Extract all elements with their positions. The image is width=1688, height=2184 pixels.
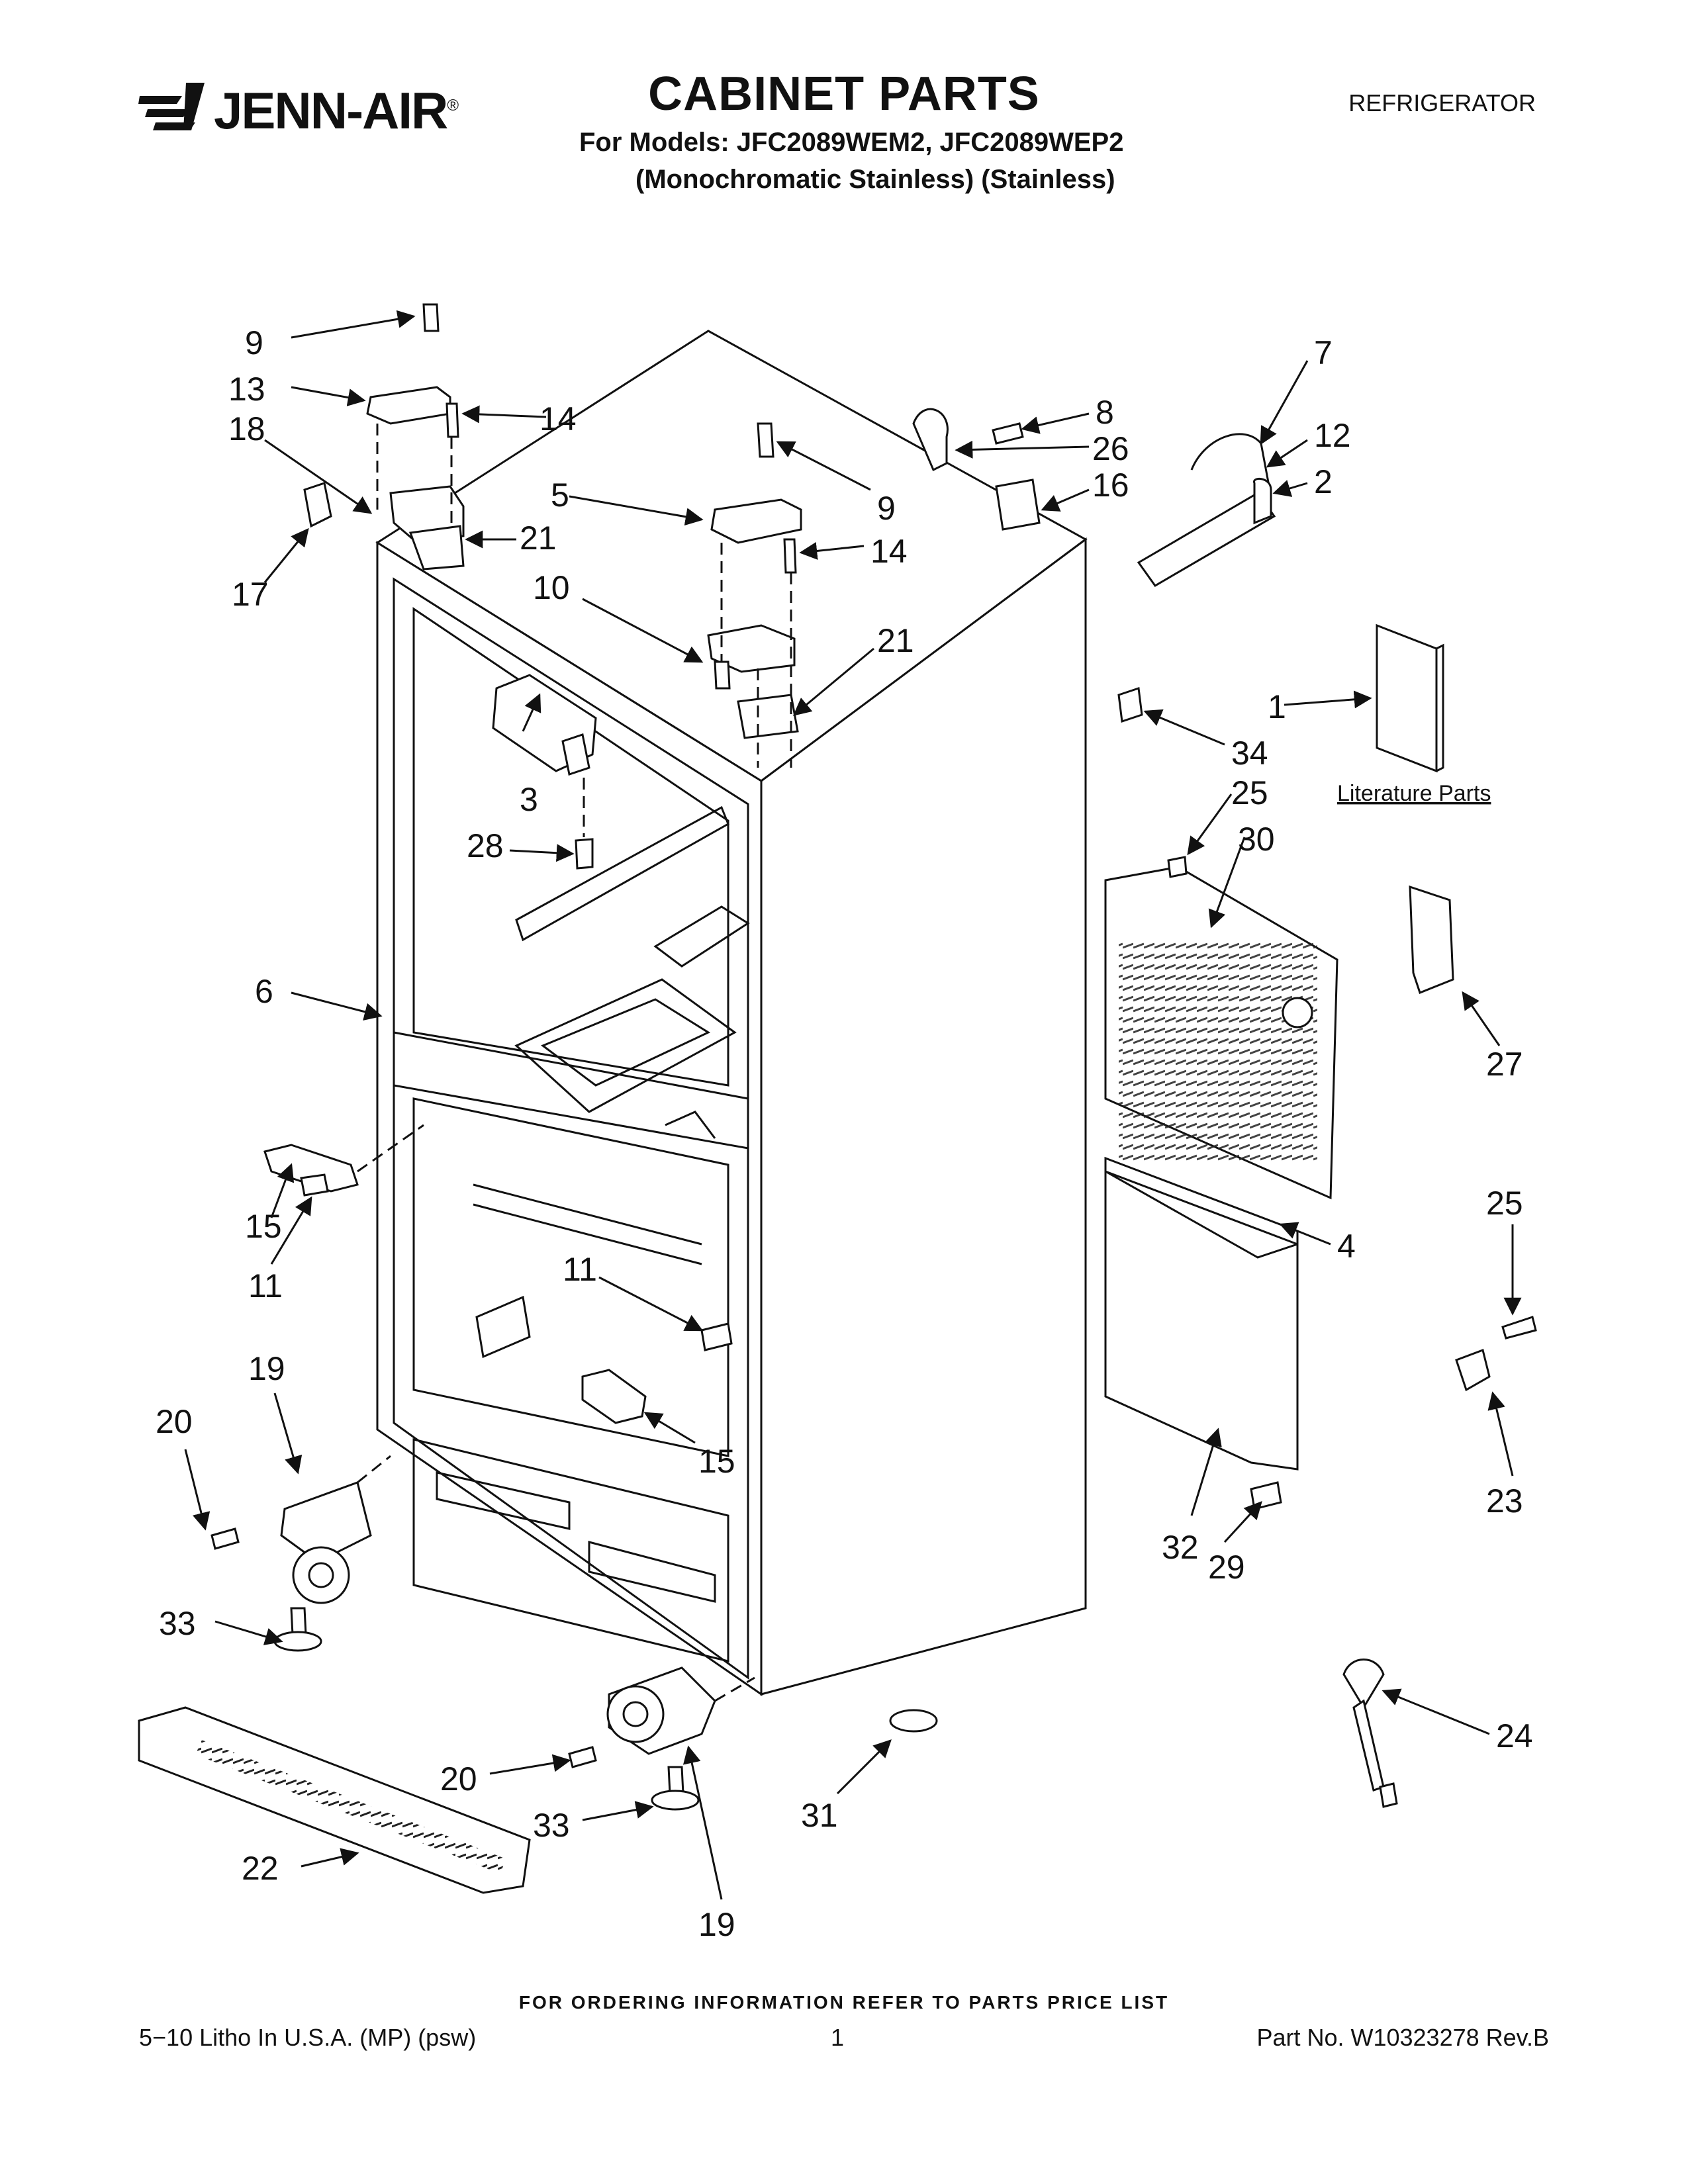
callout-14b: 14 bbox=[870, 533, 908, 570]
ordering-info: FOR ORDERING INFORMATION REFER TO PARTS … bbox=[518, 1992, 1170, 2013]
leader-arrows bbox=[184, 310, 1522, 1900]
callout-20b: 20 bbox=[440, 1760, 477, 1797]
handle-part bbox=[1409, 885, 1454, 994]
brand-name: JENN-AIR® bbox=[214, 81, 459, 140]
models-line: For Models: JFC2089WEM2, JFC2089WEP2 bbox=[579, 128, 1124, 157]
callout-9a: 9 bbox=[245, 324, 263, 361]
callout-16: 16 bbox=[1092, 467, 1129, 504]
screw-part bbox=[1501, 1316, 1537, 1340]
callout-4: 4 bbox=[1337, 1228, 1356, 1265]
door-stop-left bbox=[263, 1124, 424, 1197]
callout-15a: 15 bbox=[245, 1208, 282, 1245]
literature-parts-label: Literature Parts bbox=[1337, 781, 1491, 806]
callout-26: 26 bbox=[1092, 430, 1129, 467]
callout-33a: 33 bbox=[159, 1605, 196, 1642]
grommet-part bbox=[889, 1709, 938, 1733]
category-label: REFRIGERATOR bbox=[1348, 89, 1536, 116]
cabinet bbox=[375, 330, 1088, 1696]
water-filter-part bbox=[1342, 1659, 1398, 1808]
callout-12: 12 bbox=[1314, 417, 1351, 454]
callout-21b: 21 bbox=[877, 622, 914, 659]
callout-21a: 21 bbox=[520, 520, 557, 557]
water-tube-assembly bbox=[912, 408, 1276, 587]
callout-3: 3 bbox=[520, 781, 538, 818]
cabinet-front-frame bbox=[376, 541, 763, 1696]
rear-access-panel bbox=[1104, 856, 1338, 1200]
roller-assembly-right bbox=[568, 1666, 755, 1811]
base-grille bbox=[138, 1706, 531, 1894]
callout-20a: 20 bbox=[156, 1403, 193, 1440]
lower-panels bbox=[1104, 1156, 1299, 1510]
callout-25a: 25 bbox=[1231, 774, 1268, 811]
callout-23: 23 bbox=[1486, 1482, 1523, 1520]
callout-19b: 19 bbox=[698, 1906, 735, 1943]
callout-33b: 33 bbox=[533, 1807, 570, 1844]
callout-17: 17 bbox=[232, 576, 269, 613]
callout-6: 6 bbox=[255, 973, 273, 1010]
clamp-part bbox=[1455, 1349, 1491, 1392]
roller-assembly-left bbox=[211, 1455, 391, 1652]
callout-5: 5 bbox=[551, 477, 569, 514]
callout-32: 32 bbox=[1162, 1529, 1199, 1566]
brand-logo: JENN-AIR® bbox=[136, 69, 480, 142]
litho-info: 5−10 Litho In U.S.A. (MP) (psw) bbox=[139, 2024, 477, 2051]
callout-19a: 19 bbox=[248, 1350, 285, 1387]
door-stop-middle bbox=[581, 1322, 733, 1424]
callout-30: 30 bbox=[1238, 821, 1275, 858]
hinge-left-top bbox=[303, 303, 465, 570]
callout-11a: 11 bbox=[248, 1267, 283, 1304]
registered-mark: ® bbox=[447, 97, 459, 114]
part-number: Part No. W10323278 Rev.B bbox=[1256, 2024, 1549, 2051]
callout-7: 7 bbox=[1314, 334, 1333, 371]
callout-24: 24 bbox=[1496, 1717, 1533, 1754]
callout-34: 34 bbox=[1231, 735, 1268, 772]
callout-8: 8 bbox=[1096, 394, 1114, 431]
callout-14a: 14 bbox=[539, 400, 577, 437]
hinge-center-top bbox=[707, 422, 802, 768]
brand-swoosh-icon bbox=[138, 83, 205, 130]
callout-27: 27 bbox=[1486, 1046, 1523, 1083]
callout-29: 29 bbox=[1208, 1549, 1245, 1586]
callout-31: 31 bbox=[801, 1797, 838, 1834]
callout-15b: 15 bbox=[698, 1443, 735, 1480]
page-number: 1 bbox=[831, 2024, 845, 2051]
callout-22: 22 bbox=[242, 1850, 279, 1887]
callout-1: 1 bbox=[1268, 688, 1286, 725]
callout-9b: 9 bbox=[877, 490, 896, 527]
callout-labels: 9 13 18 14 17 21 5 9 14 10 21 8 26 16 7 … bbox=[156, 324, 1533, 1943]
callout-25b: 25 bbox=[1486, 1185, 1523, 1222]
callout-10: 10 bbox=[533, 569, 570, 606]
callout-11b: 11 bbox=[563, 1251, 597, 1288]
callout-18: 18 bbox=[228, 410, 265, 447]
callout-28: 28 bbox=[467, 827, 504, 864]
callout-13: 13 bbox=[228, 371, 265, 408]
colors-line: (Monochromatic Stainless) (Stainless) bbox=[635, 165, 1115, 194]
page-title: CABINET PARTS bbox=[648, 68, 1040, 120]
callout-2: 2 bbox=[1314, 463, 1333, 500]
clip-part bbox=[1117, 686, 1143, 723]
literature-parts bbox=[1376, 623, 1444, 773]
light-housing bbox=[492, 674, 597, 870]
